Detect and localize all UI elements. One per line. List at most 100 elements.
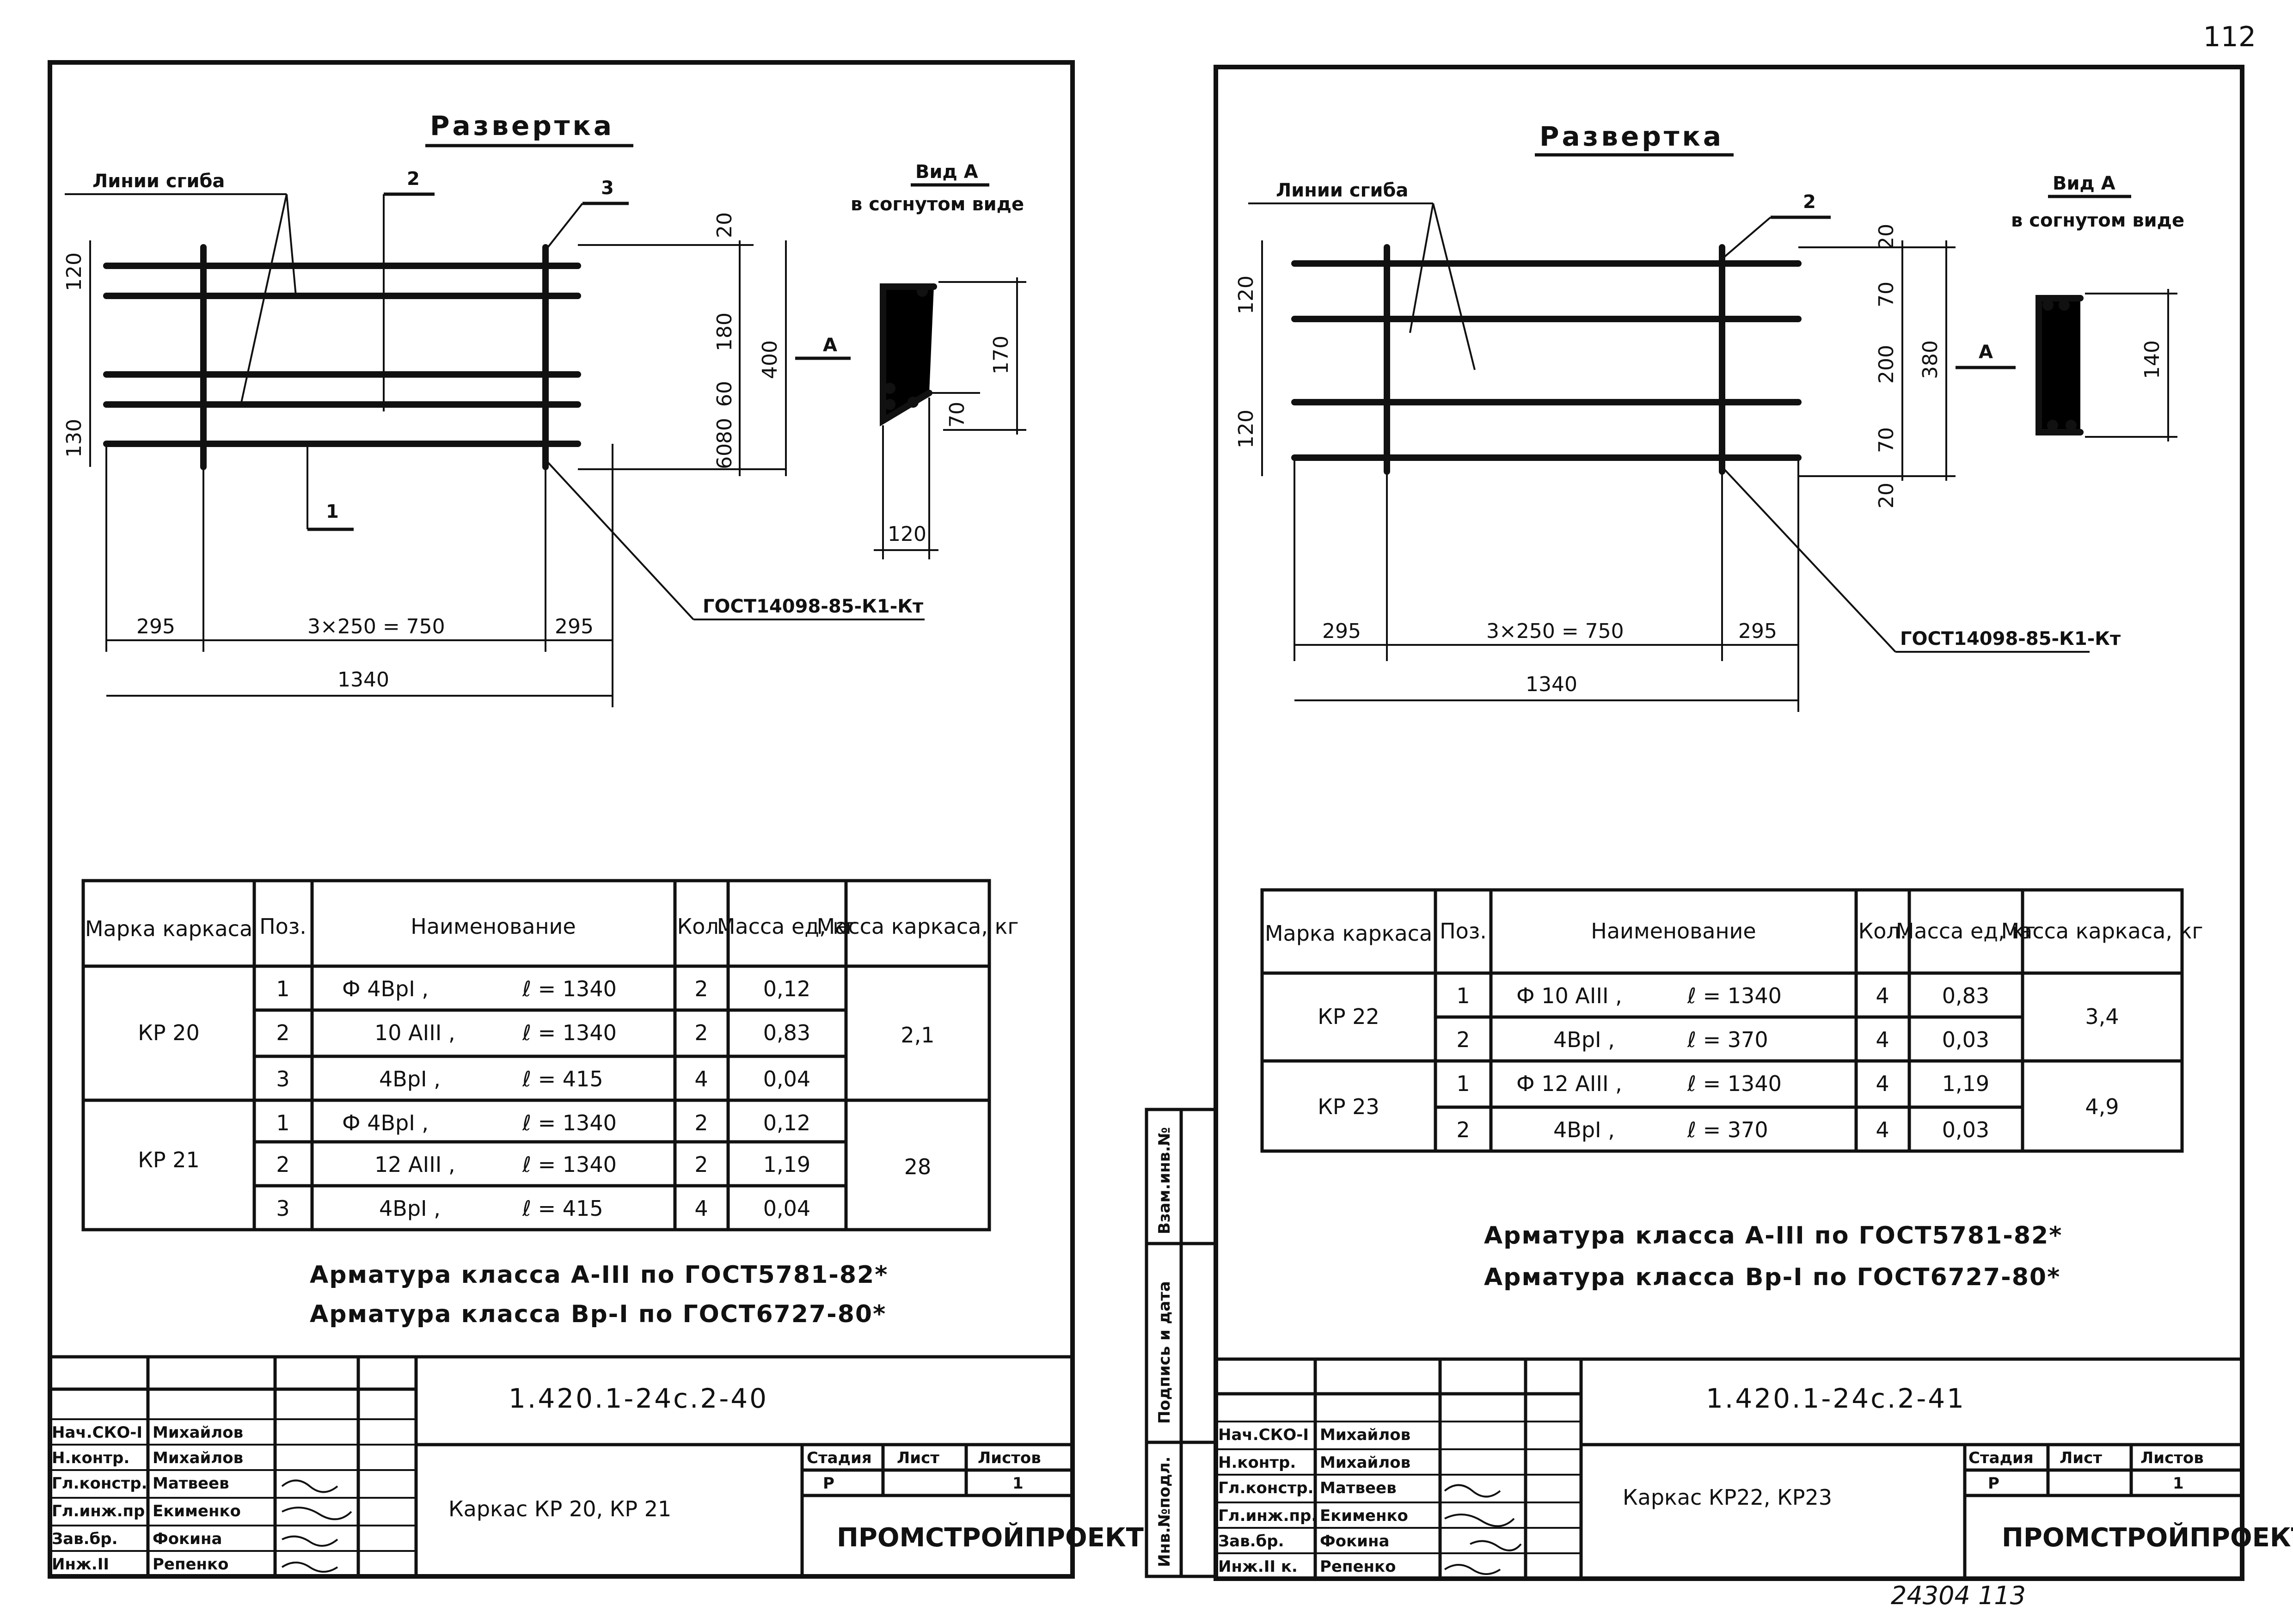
right-kr23-mass-1: 1,19	[1942, 1071, 1989, 1096]
right-kr23-mass-2: 0,03	[1942, 1117, 1989, 1142]
left-view-dim-170: 170	[989, 336, 1013, 374]
left-kr21-name-1: Ф 4ВрI ,	[342, 1110, 429, 1135]
right-kr23-qty-1: 4	[1876, 1071, 1889, 1096]
right-gost-label: ГОСТ14098-85-К1-Кт	[1900, 628, 2121, 650]
right-role-4: Гл.инж.пр.	[1218, 1507, 1317, 1525]
left-th-mass-total: Масса каркаса, кг	[816, 914, 1018, 939]
right-stamp-title: Каркас КР22, КР23	[1623, 1485, 1832, 1510]
left-drawing-title: Развертка	[430, 110, 614, 141]
left-kr20-qty-1: 2	[694, 976, 708, 1001]
right-mass-total-kr22: 3,4	[2085, 1004, 2119, 1029]
right-stamp-stage-header: Стадия	[1968, 1449, 2034, 1467]
left-dim-right-180: 180	[713, 313, 736, 351]
left-kr21-qty-1: 2	[694, 1110, 708, 1135]
right-dim-right-70b: 70	[1875, 427, 1898, 453]
left-kr20-len-1: ℓ = 1340	[522, 976, 617, 1001]
right-kr22-pos-1: 1	[1456, 983, 1470, 1008]
right-kr23-name-1: Ф 12 АIII ,	[1516, 1071, 1622, 1096]
bottom-handwritten-note: 24304 113	[1891, 1581, 2026, 1610]
left-dim-1340: 1340	[337, 668, 389, 692]
right-role-5: Зав.бр.	[1218, 1532, 1284, 1550]
right-mark-kr23: КР 23	[1318, 1094, 1379, 1119]
right-role-2: Н.контр.	[1218, 1453, 1296, 1472]
right-kr23-len-2: ℓ = 370	[1687, 1117, 1768, 1142]
right-dim-right-380: 380	[1919, 340, 1942, 379]
left-title-block: 1.420.1-24с.2-40 Каркас КР 20, КР 21 Ста…	[50, 1355, 1144, 1576]
left-stamp-stage-header: Стадия	[807, 1449, 872, 1467]
left-kr20-mass-1: 0,12	[763, 976, 810, 1001]
right-kr22-qty-2: 4	[1876, 1027, 1889, 1052]
right-stamp-code: 1.420.1-24с.2-41	[1706, 1383, 1966, 1414]
right-note-1: Арматура класса А-III по ГОСТ5781-82*	[1484, 1222, 2062, 1250]
left-dim-right-60b: 60	[713, 443, 736, 469]
left-kr20-pos-2: 2	[276, 1020, 289, 1045]
left-kr21-len-2: ℓ = 1340	[522, 1152, 617, 1177]
right-note-2: Арматура класса Вр-I по ГОСТ6727-80*	[1484, 1263, 2060, 1291]
right-role-6: Инж.II к.	[1218, 1557, 1298, 1576]
right-kr23-qty-2: 4	[1876, 1117, 1889, 1142]
left-kr20-pos-3: 3	[276, 1066, 289, 1091]
left-kr20-mass-2: 0,83	[763, 1020, 810, 1045]
right-kr22-name-1: Ф 10 АIII ,	[1516, 983, 1622, 1008]
left-kr21-len-1: ℓ = 1340	[522, 1110, 617, 1135]
right-kr22-name-2: 4ВрI ,	[1553, 1027, 1615, 1052]
right-dim-right-20b: 20	[1875, 483, 1898, 509]
right-signatures	[1444, 1484, 1522, 1575]
right-kr22-qty-1: 4	[1876, 983, 1889, 1008]
left-kr20-name-1: Ф 4ВрI ,	[342, 976, 429, 1001]
left-dim-left-130: 130	[62, 419, 86, 458]
right-stamp-sheets-header: Листов	[2140, 1449, 2204, 1467]
left-development-drawing: Развертка Линии сгиба 3	[62, 110, 1026, 707]
right-side-strip: Инв.№подл. Подпись и дата Взам.инв.№	[1145, 1108, 1218, 1578]
left-stamp-title: Каркас КР 20, КР 21	[448, 1496, 671, 1521]
right-stamp-stage-value: Р	[1988, 1474, 1999, 1493]
right-th-pos: Поз.	[1440, 919, 1487, 944]
page-number: 112	[2203, 21, 2256, 53]
left-mark-kr21: КР 21	[138, 1147, 200, 1172]
right-kr22-len-1: ℓ = 1340	[1687, 983, 1782, 1008]
right-dim-right-200: 200	[1875, 345, 1898, 384]
left-kr21-qty-2: 2	[694, 1152, 708, 1177]
right-kr23-pos-2: 2	[1456, 1117, 1470, 1142]
right-bend-lines-label: Линии сгиба	[1276, 180, 1408, 201]
right-stamp-firm: ПРОМСТРОЙПРОЕКТ	[2002, 1522, 2293, 1553]
right-view-subtitle: в согнутом виде	[2011, 210, 2184, 231]
right-mark-kr22: КР 22	[1318, 1004, 1379, 1029]
left-view-subtitle: в согнутом виде	[851, 194, 1024, 215]
left-gost-label: ГОСТ14098-85-К1-Кт	[703, 596, 924, 617]
side-strip-vzam-inv: Взам.инв.№	[1155, 1127, 1174, 1234]
left-dim-right-400: 400	[758, 340, 782, 379]
left-name-4: Екименко	[153, 1502, 241, 1520]
left-kr21-mass-1: 0,12	[763, 1110, 810, 1135]
left-kr20-name-3: 4ВрI ,	[379, 1066, 441, 1091]
right-dim-left-120b: 120	[1234, 410, 1258, 448]
right-pos-label-2: 2	[1803, 191, 1816, 213]
left-dim-right-20: 20	[713, 212, 736, 238]
right-kr22-pos-2: 2	[1456, 1027, 1470, 1052]
left-th-mark: Марка каркаса	[85, 916, 252, 941]
right-kr23-name-2: 4ВрI ,	[1553, 1117, 1615, 1142]
right-kr23-pos-1: 1	[1456, 1071, 1470, 1096]
side-strip-inv-podl: Инв.№подл.	[1155, 1457, 1174, 1567]
right-dim-295b: 295	[1738, 619, 1777, 643]
right-th-mass-unit: Масса ед, кг	[1896, 919, 2036, 944]
right-view-dim-140: 140	[2140, 340, 2164, 379]
left-stamp-code: 1.420.1-24с.2-40	[509, 1383, 768, 1414]
left-view-dim-70: 70	[945, 402, 969, 428]
left-kr21-len-3: ℓ = 415	[522, 1196, 603, 1221]
right-dim-right-70a: 70	[1875, 282, 1898, 307]
left-stamp-sheets-header: Листов	[978, 1449, 1041, 1467]
left-kr21-qty-3: 4	[694, 1196, 708, 1221]
right-drawing-title: Развертка	[1539, 121, 1724, 152]
left-th-pos: Поз.	[259, 914, 307, 939]
left-kr21-name-2: 12 АIII ,	[374, 1152, 455, 1177]
left-dim-295a: 295	[136, 615, 175, 638]
left-frame	[48, 60, 1075, 1579]
left-role-5: Зав.бр.	[52, 1530, 118, 1548]
left-role-6: Инж.II	[52, 1555, 109, 1574]
right-name-6: Репенко	[1320, 1557, 1396, 1576]
left-stamp-firm: ПРОМСТРОЙПРОЕКТ	[837, 1522, 1144, 1553]
left-kr20-len-3: ℓ = 415	[522, 1066, 603, 1091]
left-kr21-mass-2: 1,19	[763, 1152, 810, 1177]
